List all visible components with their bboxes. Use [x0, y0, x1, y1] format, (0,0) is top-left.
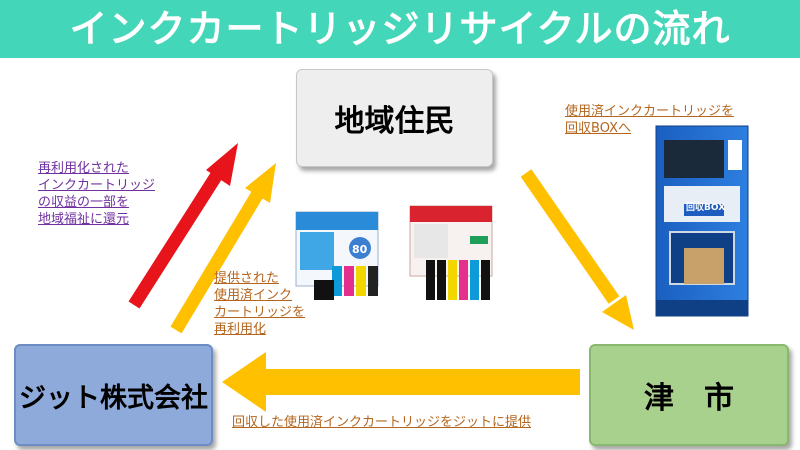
node-tsu-city: 津 市 [589, 344, 789, 446]
collection-box-illustration [656, 126, 748, 316]
node-residents: 地域住民 [296, 69, 493, 167]
ink-cartridge-illustration: 80 [296, 206, 492, 300]
note-handover: 回収した使用済インクカートリッジをジットに提供 [232, 414, 531, 431]
collection-box-label: 回収BOX [686, 200, 725, 213]
svg-text:80: 80 [352, 243, 368, 256]
note-collect-box: 使用済インクカートリッジを 回収BOXへ [565, 103, 734, 137]
note-provided: 提供された 使用済インク カートリッジを 再利用化 [214, 270, 305, 338]
node-jit-corporation: ジット株式会社 [14, 344, 213, 446]
note-reinvest: 再利用化された インクカートリッジ の収益の一部を 地域福祉に還元 [38, 160, 155, 228]
yellow-arrow-collect [526, 173, 634, 330]
yellow-arrow-handover [222, 352, 580, 412]
